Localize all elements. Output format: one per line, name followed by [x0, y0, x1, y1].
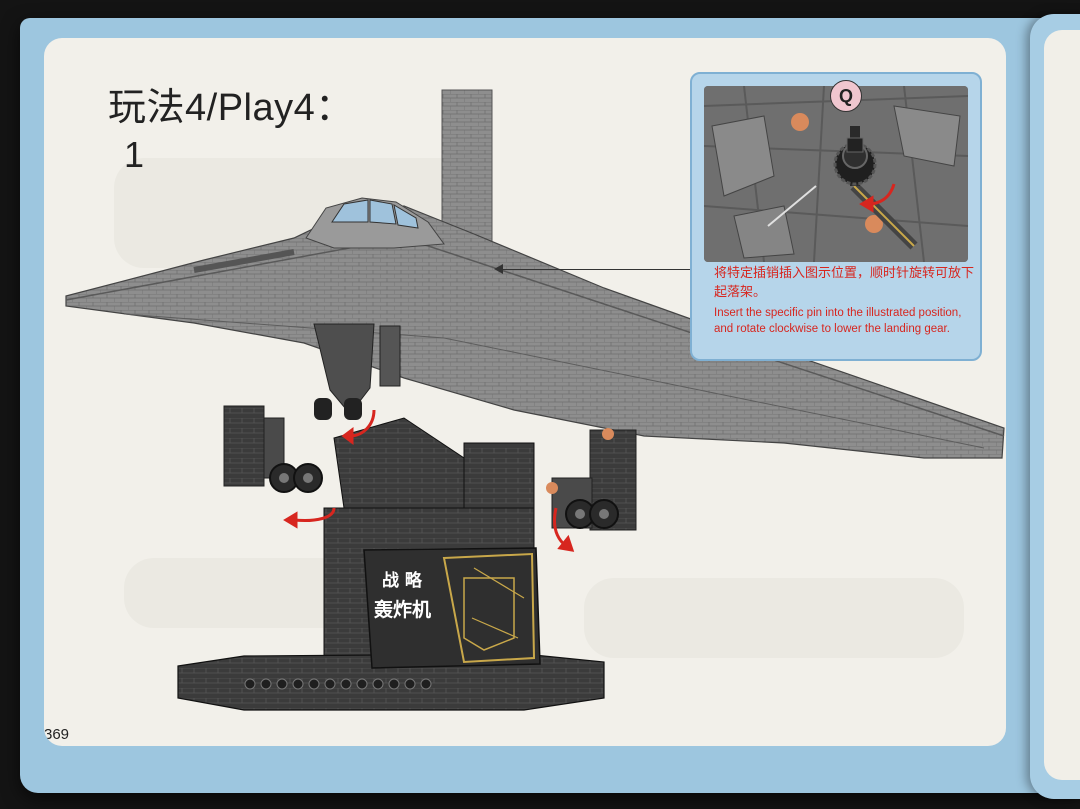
gear-pin-icon	[833, 126, 877, 186]
part-q-badge: Q	[830, 80, 862, 112]
right-page-paper	[1044, 30, 1080, 780]
faded-background-print	[584, 578, 964, 658]
curved-red-arrow-icon	[341, 409, 376, 445]
booklet-right-page-edge	[1030, 14, 1080, 799]
page-title: 玩法4/Play4：	[108, 87, 354, 129]
cockpit	[305, 197, 445, 249]
callout-detail-illustration	[704, 86, 968, 262]
page-number: 369	[44, 726, 70, 743]
stand-pin-holes	[244, 678, 432, 690]
bomber-model-illustration: 战 略 轰炸机	[65, 89, 1005, 711]
right-landing-gear	[546, 428, 637, 531]
step-number: 1	[124, 134, 145, 175]
curved-red-arrow-icon	[859, 183, 896, 213]
nose-gear-pod	[313, 323, 401, 420]
callout-leader-line	[502, 269, 692, 270]
stand-plaque: 战 略 轰炸机	[363, 547, 541, 669]
callout-leader-arrowhead	[494, 264, 503, 274]
left-landing-gear	[223, 405, 323, 493]
plaque-line-1: 战 略	[382, 570, 423, 591]
plaque-line-2: 轰炸机	[373, 598, 431, 621]
detail-callout: Q 将特定插销插入图示位置，顺时针旋转可放下起落架。 Insert the sp…	[690, 72, 982, 361]
curved-red-arrow-icon	[283, 507, 336, 529]
instruction-text-english: Insert the specific pin into the illustr…	[714, 307, 962, 335]
instruction-page: 玩法4/Play4： 1 369	[44, 38, 1006, 746]
instruction-text-chinese: 将特定插销插入图示位置，顺时针旋转可放下起落架。	[714, 266, 975, 300]
curved-red-arrow-icon	[552, 507, 575, 552]
